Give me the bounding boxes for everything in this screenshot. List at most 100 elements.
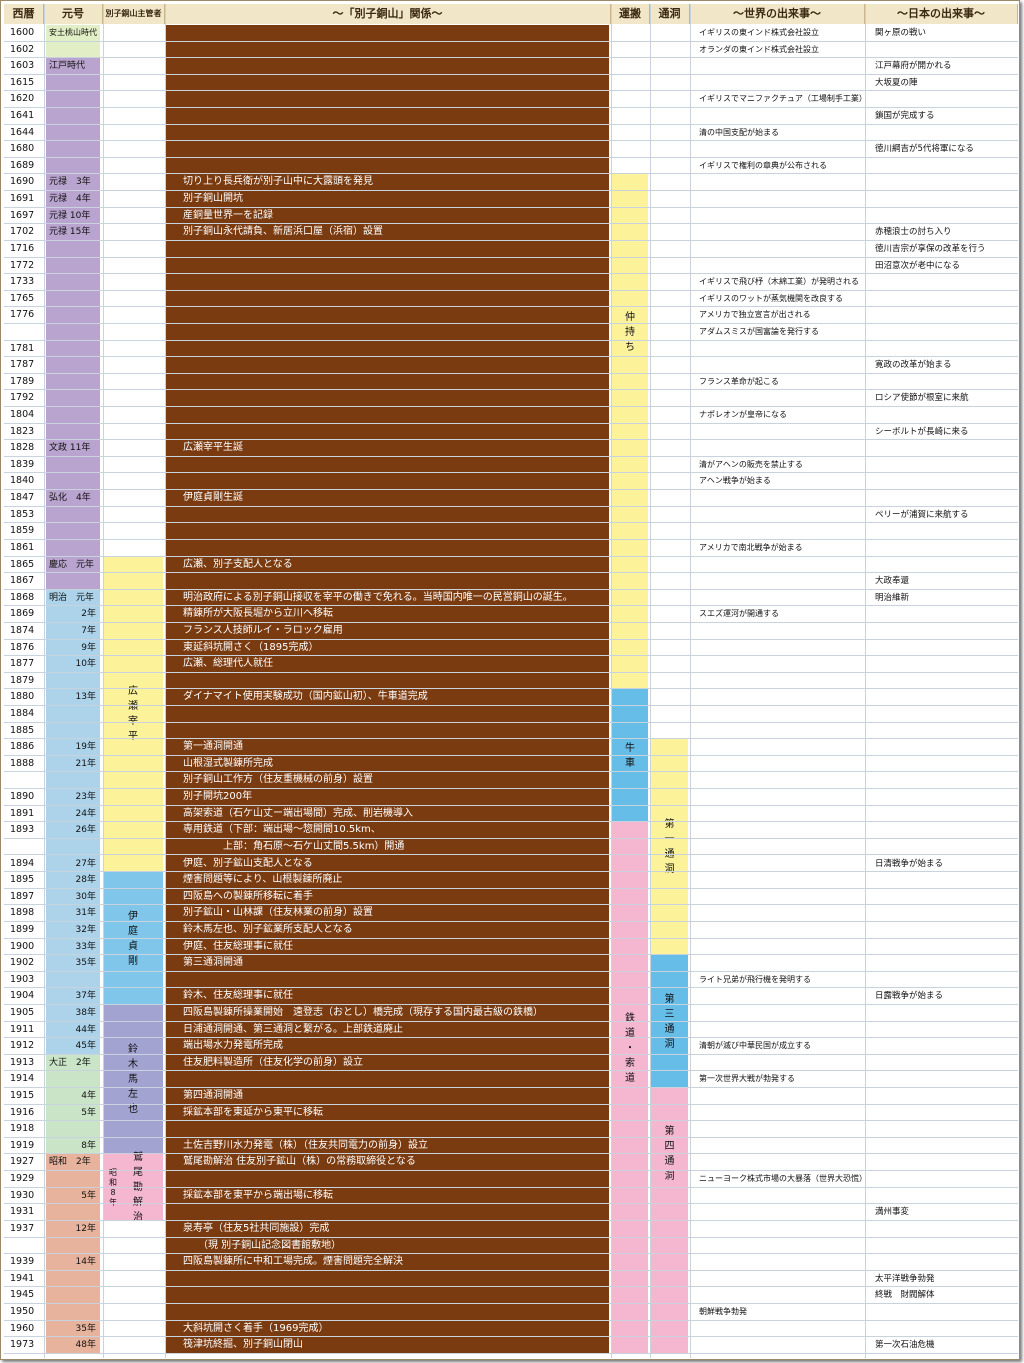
world-event <box>699 1221 864 1238</box>
world-event <box>699 390 864 407</box>
besshi-event: 産銅量世界一を記録 <box>183 209 273 221</box>
japan-event <box>875 623 1020 640</box>
japan-event <box>875 739 1020 756</box>
table-row <box>4 1304 1018 1321</box>
besshi-event <box>183 473 603 490</box>
japan-event: 田沼意次が老中になる <box>875 260 961 271</box>
era-cell <box>46 390 100 407</box>
besshi-event <box>183 540 603 557</box>
world-event: アヘン戦争が始まる <box>699 476 771 486</box>
table-row <box>4 1121 1018 1138</box>
era-cell <box>46 42 100 59</box>
world-event <box>699 856 864 873</box>
table-row <box>4 407 1018 424</box>
world-event <box>699 789 864 806</box>
era-cell <box>46 723 100 740</box>
column-divider <box>690 4 691 1358</box>
year-cell: 1839 <box>10 458 35 470</box>
table-row <box>4 1254 1018 1271</box>
besshi-event <box>183 673 603 690</box>
era-cell <box>46 540 100 557</box>
year-cell: 1915 <box>10 1090 35 1102</box>
japan-event <box>875 1105 1020 1122</box>
world-event <box>699 141 864 158</box>
world-event: 清の中国支配が始まる <box>699 127 779 137</box>
besshi-event <box>183 291 603 308</box>
year-cell: 1941 <box>10 1272 35 1284</box>
world-event <box>699 557 864 574</box>
table-row <box>4 905 1018 922</box>
besshi-event: 別子銅山工作方（住友重機械の前身）設置 <box>183 774 373 786</box>
year-cell: 1950 <box>10 1305 35 1317</box>
besshi-event <box>183 357 603 374</box>
japan-event: 大政奉還 <box>875 576 910 587</box>
year-cell: 1716 <box>10 242 35 254</box>
japan-event <box>875 191 1020 208</box>
besshi-event: 採鉱本部を東延から東平に移転 <box>183 1106 323 1118</box>
era-cell: 5年 <box>81 1107 96 1118</box>
japan-event <box>875 1038 1020 1055</box>
world-event <box>699 1138 864 1155</box>
manager-band <box>103 872 163 1005</box>
era-cell: 元禄 10年 <box>49 210 91 221</box>
world-event <box>699 523 864 540</box>
besshi-event <box>183 125 603 142</box>
world-event: アダムスミスが国富論を発行する <box>699 326 819 336</box>
manager-suzuki: 鈴木馬左也 <box>128 1044 138 1116</box>
year-cell: 1916 <box>10 1106 35 1118</box>
japan-event <box>875 1221 1020 1238</box>
table-row <box>4 25 1018 42</box>
japan-event: 日露戦争が始まる <box>875 991 944 1002</box>
table-row <box>4 1088 1018 1105</box>
world-event <box>699 1271 864 1288</box>
japan-event <box>875 341 1020 358</box>
table-row <box>4 872 1018 889</box>
besshi-event: 別子銅山開坑 <box>183 193 243 205</box>
besshi-event: 日浦通洞開通、第三通洞と繋がる。上部鉄道廃止 <box>183 1023 403 1035</box>
table-row <box>4 640 1018 657</box>
world-event <box>699 191 864 208</box>
japan-event <box>875 772 1020 789</box>
besshi-event <box>183 307 603 324</box>
era-cell: 安土桃山時代 <box>49 28 97 37</box>
world-event <box>699 75 864 92</box>
manager-band <box>103 1154 163 1221</box>
year-cell: 1903 <box>10 973 35 985</box>
japan-event <box>875 291 1020 308</box>
era-cell: 昭和 2年 <box>49 1157 91 1168</box>
year-cell: 1904 <box>10 990 35 1002</box>
era-cell: 37年 <box>75 991 96 1002</box>
japan-event <box>875 523 1020 540</box>
year-cell: 1859 <box>10 525 35 537</box>
era-cell: 32年 <box>75 924 96 935</box>
column-divider <box>611 4 612 1358</box>
table-row <box>4 390 1018 408</box>
besshi-event <box>183 573 603 590</box>
japan-event <box>875 91 1020 108</box>
table-row <box>4 723 1018 740</box>
era-cell <box>46 158 100 175</box>
besshi-event: 第四通洞開通 <box>183 1090 243 1102</box>
column-divider <box>44 4 45 1358</box>
table-row <box>4 856 1018 873</box>
table-row <box>4 1005 1018 1022</box>
besshi-event: 広瀬、別子支配人となる <box>183 558 293 570</box>
year-cell: 1895 <box>10 874 35 886</box>
world-event <box>699 1204 864 1221</box>
era-cell <box>46 1287 100 1304</box>
table-row <box>4 972 1018 989</box>
table-row <box>4 1154 1018 1172</box>
table-row <box>4 141 1018 158</box>
japan-event <box>875 606 1020 623</box>
era-cell <box>46 374 100 391</box>
besshi-column <box>166 25 609 1354</box>
japan-event <box>875 1121 1020 1138</box>
japan-event <box>875 723 1020 740</box>
table-row <box>4 291 1018 308</box>
table-row <box>4 939 1018 956</box>
japan-event <box>875 174 1020 191</box>
table-row <box>4 241 1018 258</box>
era-cell: 大正 2年 <box>49 1057 91 1068</box>
table-row <box>4 208 1018 225</box>
